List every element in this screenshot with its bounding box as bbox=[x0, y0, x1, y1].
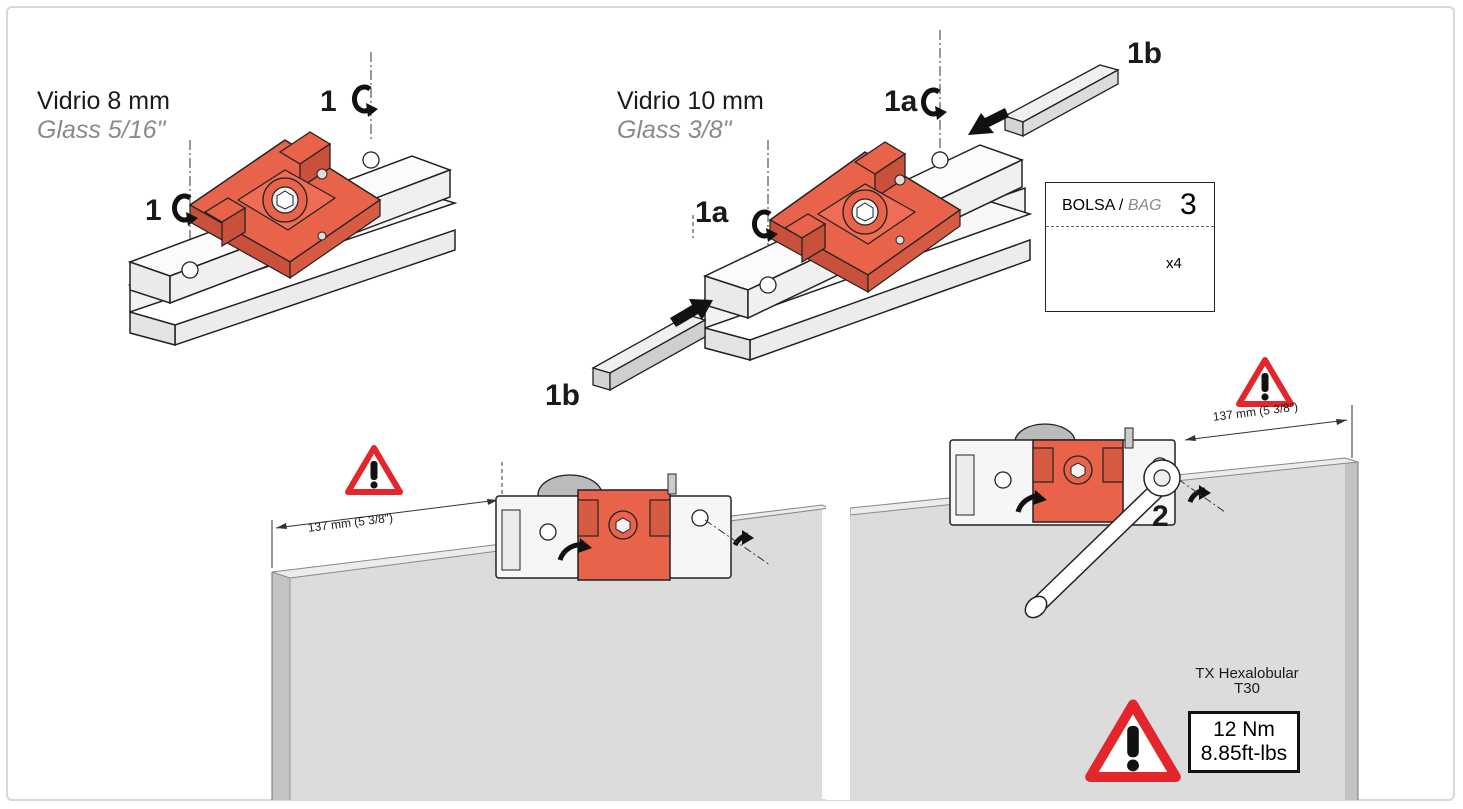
bag-number: 3 bbox=[1180, 188, 1197, 221]
tool-spec: TX Hexalobular T30 bbox=[1182, 666, 1312, 696]
step-1a-upper-label: 1a bbox=[884, 85, 918, 118]
bag-label-en: BAG bbox=[1127, 197, 1162, 214]
step-1b-upper-label: 1b bbox=[1127, 37, 1163, 70]
torque-imperial: 8.85ft-lbs bbox=[1200, 742, 1288, 765]
dimension-line-left bbox=[271, 462, 503, 568]
dimension-line-right bbox=[1184, 405, 1353, 458]
step-1a-lower-label: 1a bbox=[695, 196, 729, 229]
step-1-upper-label: 1 bbox=[320, 85, 337, 118]
step-2-label: 2 bbox=[1152, 500, 1169, 533]
clamp-assembly-8mm bbox=[127, 52, 458, 347]
tool-size: T30 bbox=[1234, 680, 1260, 697]
bag-label-es: BOLSA / bbox=[1062, 197, 1124, 214]
mounted-clamp-left bbox=[495, 473, 771, 581]
bag-header: BOLSA / BAG 3 bbox=[1046, 183, 1214, 227]
warning-icon bbox=[1239, 360, 1291, 404]
torque-metric: 12 Nm bbox=[1213, 718, 1275, 741]
torque-spec-box: 12 Nm 8.85ft-lbs bbox=[1188, 711, 1300, 773]
rotate-arrow-icon bbox=[923, 90, 947, 120]
clamp-assembly-10mm bbox=[591, 30, 1120, 392]
bag-quantity: x4 bbox=[1166, 255, 1182, 272]
warning-icon bbox=[348, 448, 400, 492]
rotate-arrow-icon bbox=[354, 87, 378, 117]
glass-5-16-subtitle: Glass 5/16" bbox=[37, 116, 166, 144]
tool-type: TX Hexalobular bbox=[1195, 665, 1299, 682]
glass-8mm-title: Vidrio 8 mm bbox=[37, 87, 170, 115]
step-1-lower-label: 1 bbox=[145, 194, 162, 227]
glass-3-8-subtitle: Glass 3/8" bbox=[617, 116, 732, 144]
bag-label: BOLSA / BAG bbox=[1062, 197, 1162, 215]
glass-10mm-title: Vidrio 10 mm bbox=[617, 87, 764, 115]
step-1b-lower-label: 1b bbox=[545, 379, 581, 412]
bag-contents-box: BOLSA / BAG 3 x4 bbox=[1045, 182, 1215, 312]
mounted-clamp-right bbox=[949, 423, 1226, 619]
